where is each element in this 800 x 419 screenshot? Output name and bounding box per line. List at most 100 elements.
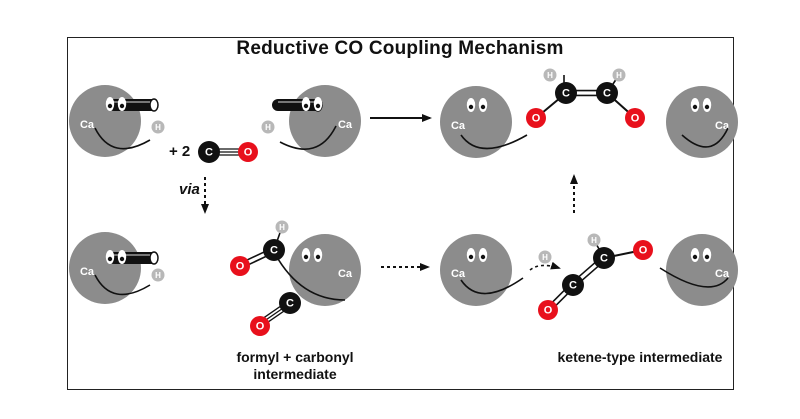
carbon-carbonyl-ball xyxy=(279,292,301,314)
hydride-transfer-arrow xyxy=(529,261,561,271)
oxygen-product-left-ball xyxy=(526,108,546,128)
ca-formyl-intermediate-label: Ca xyxy=(338,268,353,280)
carbon-co-top: C xyxy=(198,141,220,163)
oxygen-formyl-letter: O xyxy=(236,261,245,273)
ca-ketene-right-sphere xyxy=(666,234,738,306)
carbon-product-left-letter: C xyxy=(562,88,570,100)
ca-ketene-left-pupil xyxy=(468,254,474,260)
hydrogen-ketene: H xyxy=(587,233,601,247)
ca-complex-bottom-left-ligand-arc xyxy=(94,274,151,296)
ca-formyl-pupil xyxy=(303,254,309,260)
carbon-co-top-letter: C xyxy=(205,147,213,159)
ca-ketene-right-pupil xyxy=(704,254,710,260)
oxygen-co-top: O xyxy=(238,142,258,162)
hydride-ketene-ball xyxy=(538,250,552,264)
hydride-ketene-letter: H xyxy=(542,253,548,262)
ca-product-right-pupil xyxy=(704,104,710,110)
hydride-ketene: H xyxy=(538,250,552,264)
ca-ketene-right-label: Ca xyxy=(715,268,730,280)
oxygen-formyl: O xyxy=(230,256,250,276)
oxygen-product-left-letter: O xyxy=(532,113,541,125)
hydride-top-left-letter: H xyxy=(155,123,161,132)
hydrogen-product-right: H xyxy=(612,68,626,82)
hydride-bottom-left-letter: H xyxy=(155,271,161,280)
formyl-label-line2: intermediate xyxy=(253,366,337,382)
ligand-cylinder-bottom-left-shine xyxy=(114,254,150,256)
oxygen-ketene-bound-ball xyxy=(633,240,653,260)
hydride-top-left: H xyxy=(151,120,165,134)
ca-ketene-right: Ca xyxy=(659,234,738,306)
ca-top-left-pupil xyxy=(107,103,113,109)
ca-ketene-left-label: Ca xyxy=(451,268,466,280)
oxygen-co-top-ball xyxy=(238,142,258,162)
ligand-cylinder-top-left-end xyxy=(149,98,159,112)
hydrogen-ketene-letter: H xyxy=(591,236,597,245)
ca-complex-top-middle: Ca xyxy=(279,85,361,157)
carbon-product-left-ball xyxy=(555,82,577,104)
ca-top-middle-pupil xyxy=(303,103,309,109)
carbon-product-right-ball xyxy=(596,82,618,104)
via-label: via xyxy=(179,181,200,198)
ca-top-middle-pupil xyxy=(315,103,321,109)
hydride-top-middle-ball xyxy=(261,120,275,134)
carbon-formyl-letter: C xyxy=(270,245,278,257)
oxygen-product-right: O xyxy=(625,108,645,128)
oxygen-ketene-bound: O xyxy=(633,240,653,260)
ca-ketene-left: Ca xyxy=(440,234,524,306)
ca-product-right-label: Ca xyxy=(715,120,730,132)
oxygen-carbonyl: O xyxy=(250,316,270,336)
oxygen-product-right-ball xyxy=(625,108,645,128)
ca-ketene-left-ligand-arc xyxy=(460,277,524,295)
carbon-product-right-letter: C xyxy=(603,88,611,100)
carbon-product-right: C xyxy=(596,82,618,104)
carbon-co-top-ball xyxy=(198,141,220,163)
carbon-ketene-center: C xyxy=(562,274,584,296)
ca-ketene-right-pupil xyxy=(692,254,698,260)
hydride-top-middle: H xyxy=(261,120,275,134)
oxygen-carbonyl-letter: O xyxy=(256,321,265,333)
ca-bottom-left-pupil xyxy=(119,256,125,262)
ca-product-left: Ca xyxy=(440,86,528,158)
ca-complex-top-left-label: Ca xyxy=(80,119,95,131)
oxygen-carbonyl-ball xyxy=(250,316,270,336)
ca-product-left-label: Ca xyxy=(451,120,466,132)
ca-complex-bottom-left-label: Ca xyxy=(80,266,95,278)
oxygen-ketene-terminal-ball xyxy=(538,300,558,320)
ca-product-left-ligand-arc xyxy=(460,134,528,150)
ca-formyl-intermediate-ligand-arc xyxy=(273,251,346,301)
formyl-label-line1: formyl + carbonyl xyxy=(236,349,354,365)
hydride-top-middle-letter: H xyxy=(265,123,271,132)
formyl-carbonyl-intermediate-label: formyl + carbonyl intermediate xyxy=(205,349,385,383)
diagram-title: Reductive CO Coupling Mechanism xyxy=(236,38,564,59)
hydride-bottom-left-ball xyxy=(151,268,165,282)
hydrogen-product-left: H xyxy=(543,68,557,82)
ligand-cylinder-bottom-left-end xyxy=(149,251,159,265)
oxygen-ketene-bound-letter: O xyxy=(639,245,648,257)
ca-complex-bottom-left-sphere xyxy=(69,232,141,304)
carbon-ketene-ch-ball xyxy=(593,247,615,269)
carbon-ketene-ch-letter: C xyxy=(600,253,608,265)
ca-product-left-sphere xyxy=(440,86,512,158)
ca-complex-top-left: Ca xyxy=(69,85,151,157)
oxygen-product-left: O xyxy=(526,108,546,128)
plus-two-label: + 2 xyxy=(169,143,191,160)
hydrogen-formyl: H xyxy=(275,220,289,234)
ca-product-left-pupil xyxy=(480,104,486,110)
ligand-cylinder-top-middle-shine xyxy=(278,101,314,103)
carbon-formyl-ball xyxy=(263,239,285,261)
ca-product-left-pupil xyxy=(468,104,474,110)
carbon-ketene-center-ball xyxy=(562,274,584,296)
hydride-top-left-ball xyxy=(151,120,165,134)
carbon-ketene-center-letter: C xyxy=(569,280,577,292)
oxygen-ketene-terminal-letter: O xyxy=(544,305,553,317)
ca-product-right-ligand-arc xyxy=(681,127,729,148)
hydrogen-product-left-ball xyxy=(543,68,557,82)
ca-complex-top-left-ligand-arc xyxy=(94,127,151,150)
ca-formyl-pupil xyxy=(315,254,321,260)
ca-ketene-left-pupil xyxy=(480,254,486,260)
carbon-formyl: C xyxy=(263,239,285,261)
ketene-intermediate-label: ketene-type intermediate xyxy=(557,349,723,365)
ca-complex-top-middle-label: Ca xyxy=(338,119,353,131)
hydrogen-product-right-ball xyxy=(612,68,626,82)
oxygen-formyl-ball xyxy=(230,256,250,276)
